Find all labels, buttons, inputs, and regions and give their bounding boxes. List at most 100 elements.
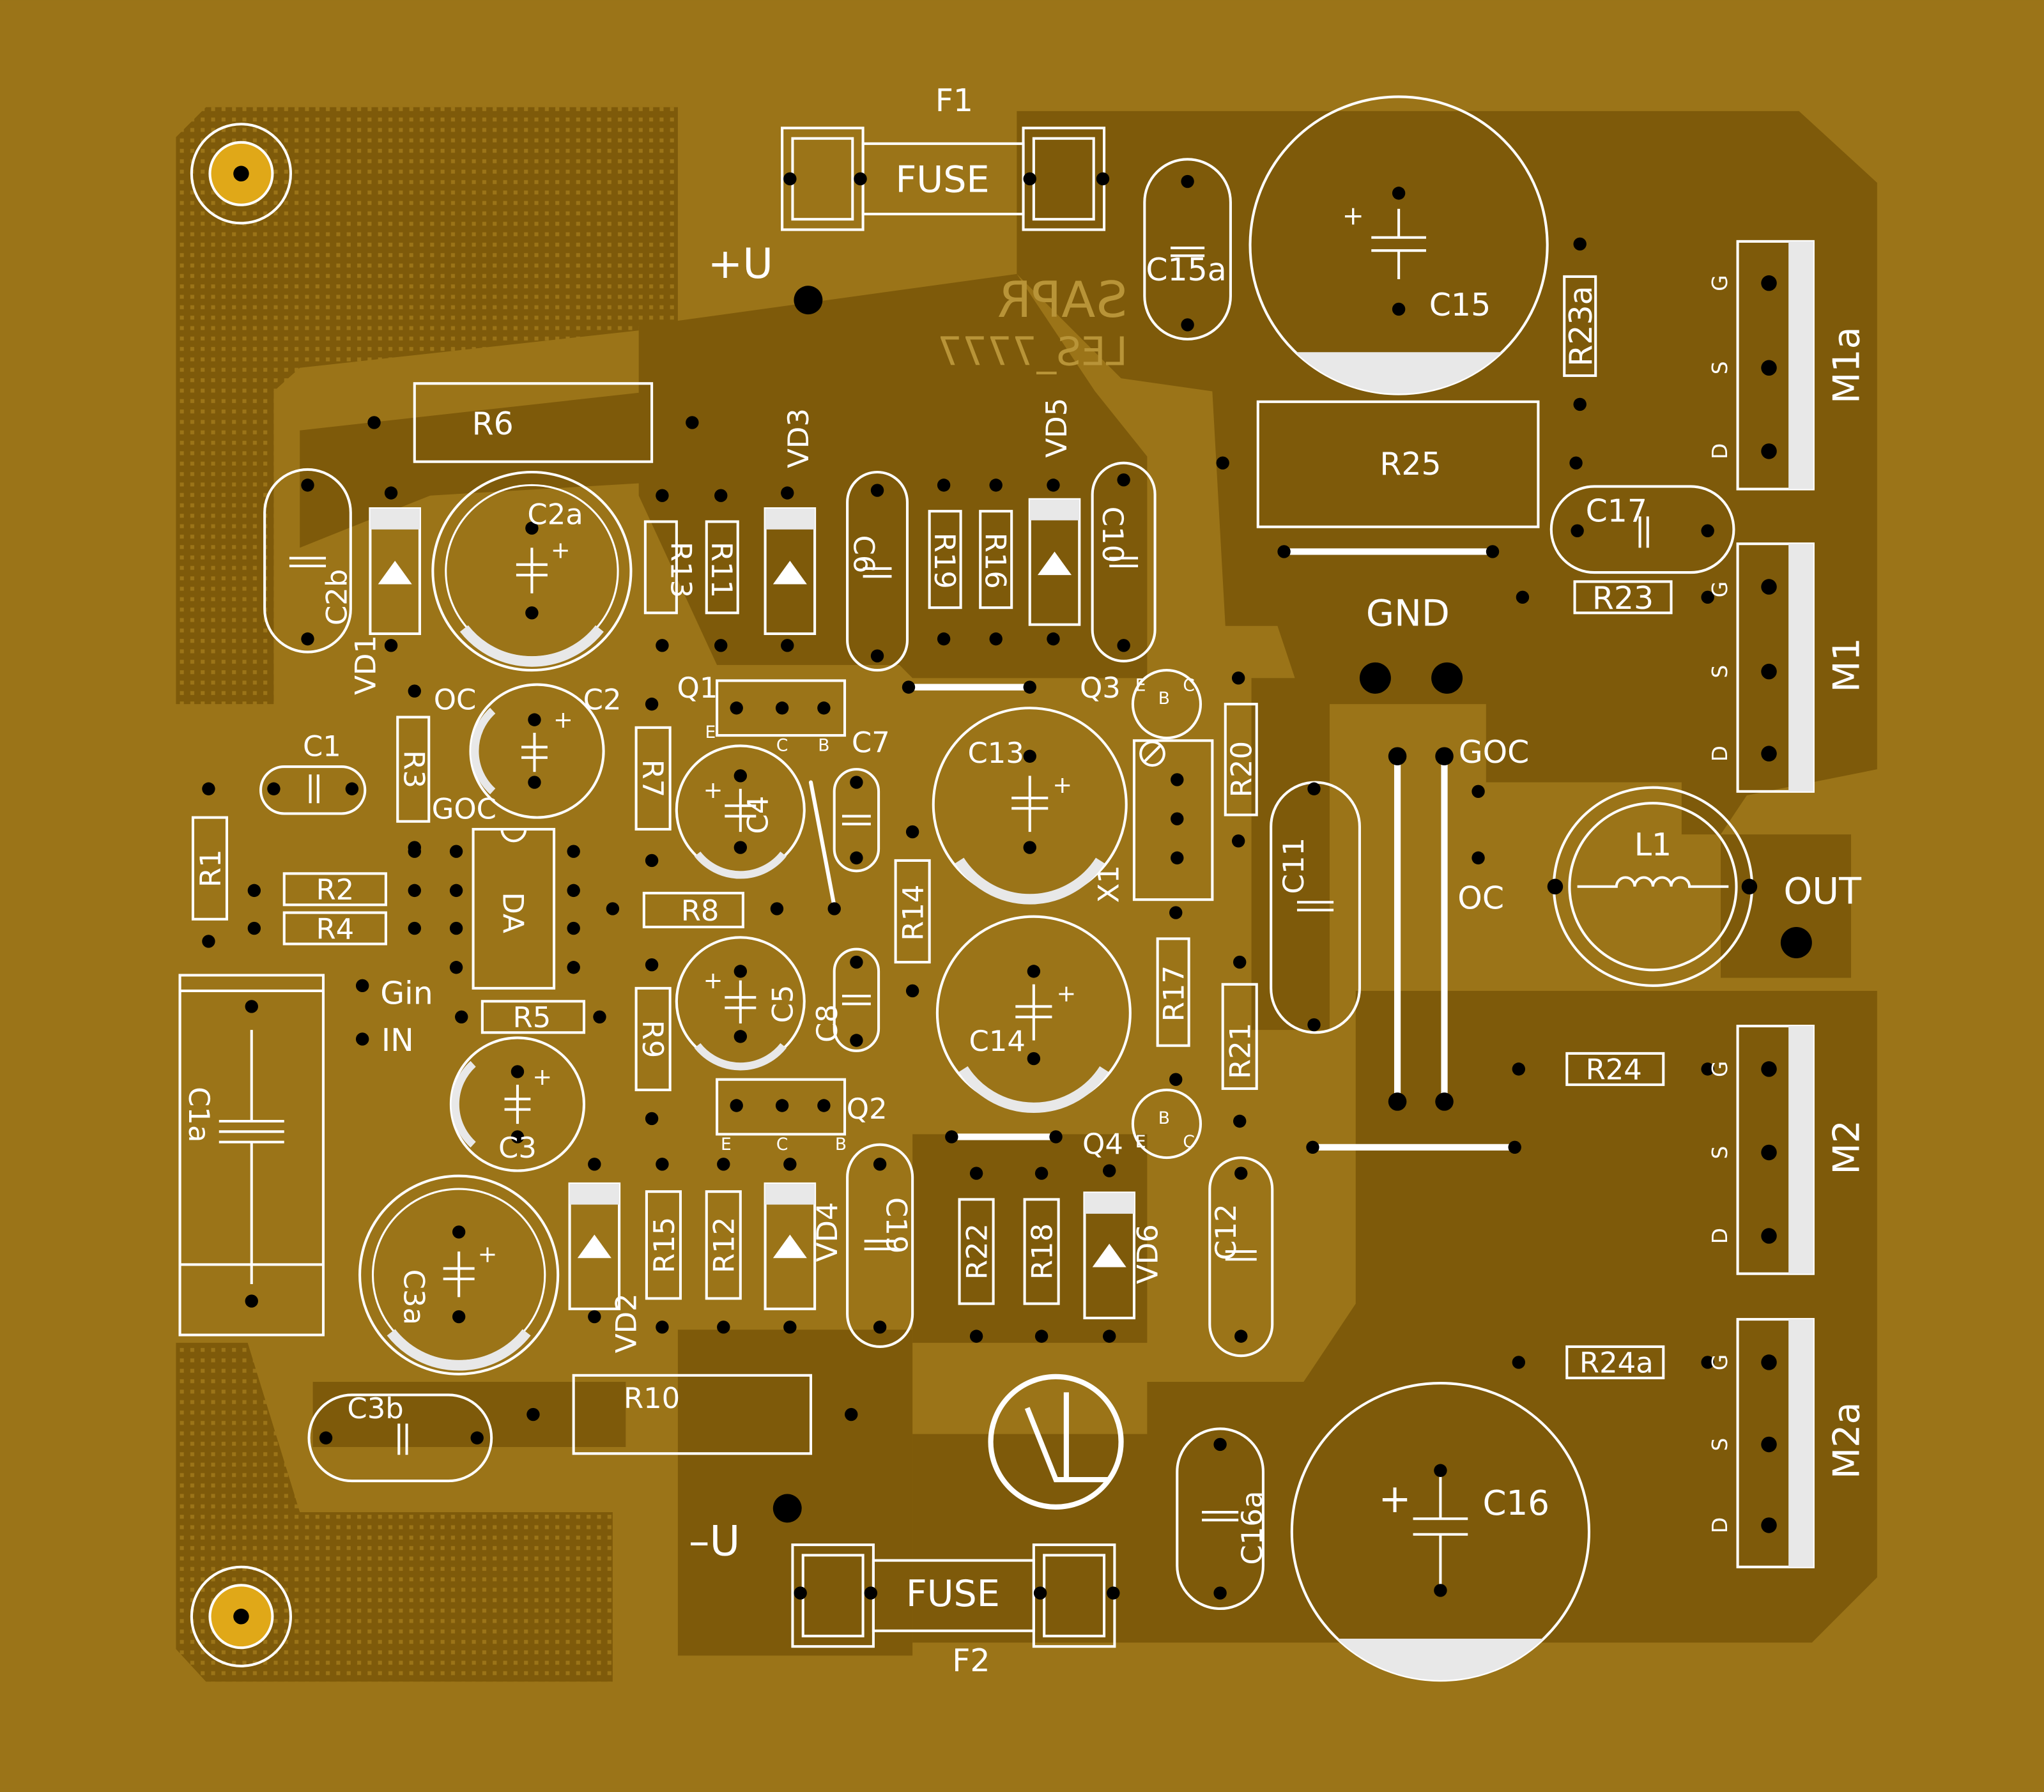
polarity-c15: +: [1342, 200, 1364, 231]
label-R7: R7: [636, 760, 670, 798]
pin-q3-e: E: [1135, 676, 1146, 696]
label-C13: C13: [967, 736, 1024, 770]
diode-bodies: [369, 498, 1135, 1320]
polarity-c14: +: [1056, 979, 1076, 1007]
label-Q4: Q4: [1082, 1127, 1123, 1161]
label-R1: R1: [194, 849, 227, 887]
pin-m2-d: D: [1708, 1228, 1732, 1244]
label-M2: M2: [1825, 1120, 1868, 1175]
label-Gin: Gin: [380, 975, 433, 1011]
label-R18: R18: [1025, 1223, 1059, 1280]
label-C2a: C2a: [527, 498, 583, 532]
label-R13: R13: [665, 542, 698, 598]
polarity-c13: +: [1052, 771, 1072, 799]
pin-m2-s: S: [1708, 1146, 1732, 1160]
label-C15: C15: [1429, 287, 1491, 323]
label-R24a: R24a: [1579, 1346, 1654, 1380]
mirrored-text-line2: LES_7777: [937, 330, 1128, 375]
label-plus-u: +U: [708, 240, 773, 288]
polarity-c2a: +: [551, 537, 571, 564]
polarity-c2: +: [553, 706, 573, 733]
label-C6: C6: [847, 535, 880, 574]
label-C15a: C15a: [1146, 252, 1226, 288]
label-R12: R12: [707, 1217, 741, 1273]
label-R24: R24: [1586, 1053, 1642, 1087]
label-C14: C14: [969, 1024, 1026, 1058]
label-R21: R21: [1224, 1023, 1257, 1079]
label-C19: C19: [879, 1197, 913, 1253]
pin-m1-s: S: [1708, 665, 1732, 678]
capacitor-c3a: [358, 1174, 560, 1375]
capacitor-c13: [932, 707, 1128, 905]
label-VD1: VD1: [349, 635, 383, 695]
label-VD3: VD3: [781, 408, 815, 468]
label-DA: DA: [496, 892, 530, 933]
label-C1: C1: [303, 730, 341, 763]
label-L1: L1: [1634, 827, 1671, 863]
label-C2: C2: [583, 682, 622, 716]
pin-q4-b: B: [1158, 1108, 1170, 1128]
pin-m1a-d: D: [1708, 443, 1732, 459]
label-C8: C8: [810, 1004, 844, 1043]
pin-q1-b: B: [818, 736, 829, 756]
pin-q2-c: C: [776, 1135, 788, 1154]
mounting-hole-top: [190, 123, 292, 225]
pin-m2-g: G: [1708, 1061, 1732, 1077]
label-R10: R10: [624, 1381, 680, 1415]
pin-m1a-g: G: [1708, 275, 1732, 291]
label-M1: M1: [1825, 638, 1868, 693]
label-VD5: VD5: [1040, 398, 1073, 458]
pin-q2-b: B: [835, 1135, 847, 1154]
polarity-c4: +: [703, 776, 723, 804]
label-Q3: Q3: [1080, 671, 1121, 705]
pin-q1-c: C: [776, 736, 788, 756]
capacitor-c16: [1290, 1382, 1591, 1682]
capsule-capacitors: [259, 158, 1735, 1611]
polarity-c5: +: [703, 967, 723, 994]
label-R5: R5: [513, 1000, 551, 1034]
pin-m1-d: D: [1708, 746, 1732, 762]
label-F2: F2: [952, 1643, 990, 1679]
author-logo: [988, 1374, 1124, 1510]
pin-q4-e: E: [1135, 1132, 1146, 1152]
label-fuse-f2: FUSE: [906, 1573, 1000, 1615]
label-R6: R6: [472, 406, 514, 442]
label-R4: R4: [316, 912, 354, 946]
label-GOC-right: GOC: [1459, 734, 1530, 770]
label-R2: R2: [316, 873, 354, 907]
label-C3a: C3a: [397, 1269, 431, 1325]
label-M1a: M1a: [1825, 326, 1868, 404]
label-IN: IN: [381, 1022, 414, 1059]
label-X1: X1: [1091, 865, 1125, 903]
label-F1: F1: [935, 82, 973, 119]
label-R19: R19: [928, 533, 962, 589]
label-R23a: R23a: [1563, 286, 1599, 366]
label-M2a: M2a: [1825, 1402, 1868, 1480]
pad-holes: [202, 172, 1777, 1600]
trimmer-x1: [1132, 739, 1214, 901]
label-C11: C11: [1277, 838, 1310, 894]
label-fuse-f1: FUSE: [896, 158, 990, 201]
polarity-c3: +: [532, 1063, 552, 1091]
label-R20: R20: [1225, 741, 1259, 797]
label-R8: R8: [681, 894, 719, 928]
label-C3: C3: [498, 1131, 537, 1165]
label-OUT: OUT: [1783, 870, 1862, 912]
pin-q2-e: E: [721, 1135, 732, 1154]
label-VD2: VD2: [610, 1293, 643, 1353]
jumper-lines: [808, 548, 1518, 1151]
large-vias: [772, 286, 1812, 1523]
pin-m1a-s: S: [1708, 361, 1732, 374]
label-C1a: C1a: [182, 1087, 216, 1142]
polarity-c16: +: [1378, 1476, 1411, 1522]
label-OC-top: OC: [434, 682, 477, 716]
pin-m1-g: G: [1708, 581, 1732, 597]
capacitor-c14: [935, 915, 1132, 1114]
label-C7: C7: [852, 726, 890, 760]
label-C16: C16: [1482, 1483, 1549, 1523]
ground-pour: [176, 107, 678, 1682]
label-R22: R22: [960, 1223, 994, 1280]
label-R3: R3: [397, 750, 431, 788]
pin-q3-b: B: [1158, 689, 1170, 708]
